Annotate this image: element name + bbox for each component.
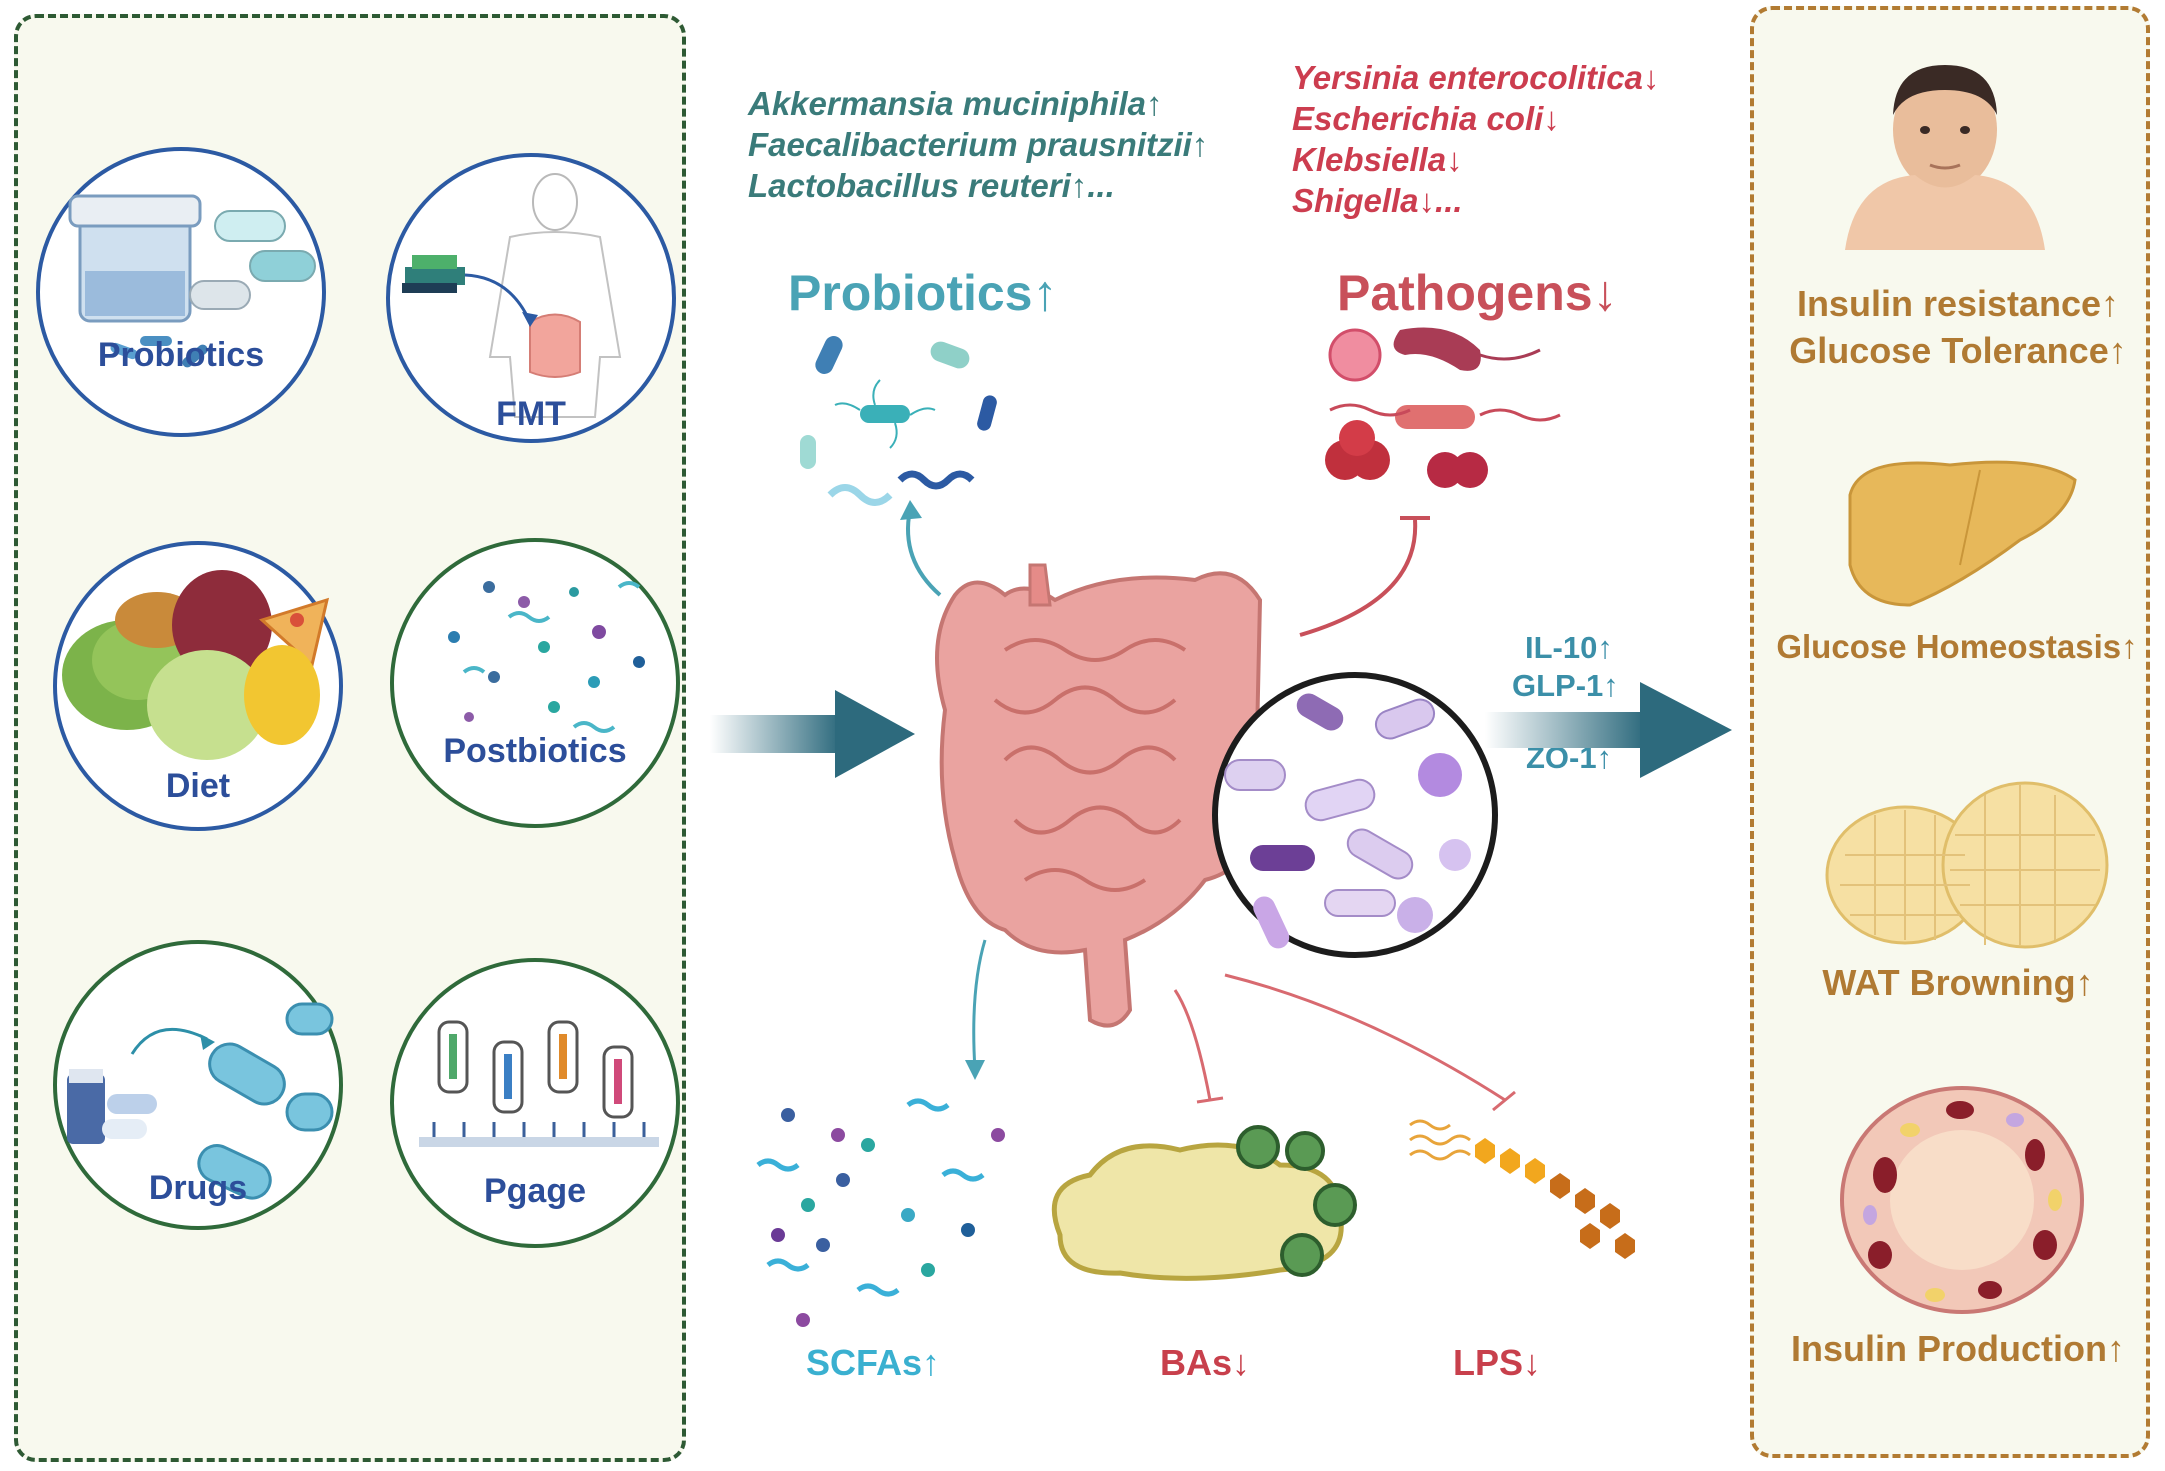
liver-icon bbox=[1848, 460, 2077, 607]
pgage-label: Pgage bbox=[483, 1172, 587, 1210]
scfa-molecules-icon bbox=[756, 1098, 1005, 1327]
scfas-label: SCFAs↑ bbox=[806, 1342, 941, 1383]
fmt-label: FMT bbox=[496, 395, 566, 433]
microbiome-lens-icon bbox=[1212, 672, 1498, 958]
pancreas-islet-icon bbox=[1840, 1086, 2084, 1314]
outcome-insulin-production: Insulin Production↑ bbox=[1791, 1328, 2125, 1369]
lps-icon bbox=[1409, 1119, 1635, 1259]
human-body-icon bbox=[402, 173, 622, 418]
species-lactobacillus: Lactobacillus reuteri↑... bbox=[748, 167, 1115, 204]
drugs-circle: Drugs bbox=[53, 940, 343, 1230]
postbiotics-circle: Postbiotics bbox=[390, 538, 680, 828]
postbiotics-label: Postbiotics bbox=[443, 732, 627, 770]
species-shigella: Shigella↓... bbox=[1292, 182, 1463, 219]
bas-label: BAs↓ bbox=[1160, 1342, 1251, 1383]
outcome-glucose-tolerance: Glucose Tolerance↑ bbox=[1789, 330, 2127, 371]
postbiotic-dots-icon bbox=[448, 581, 645, 733]
diet-circle: Diet bbox=[53, 541, 343, 831]
outcome-wat-browning: WAT Browning↑ bbox=[1822, 962, 2094, 1003]
drug-bacteria-icon bbox=[67, 1002, 334, 1200]
probiotics-label: Probiotics bbox=[97, 336, 265, 374]
marker-glp1: GLP-1↑ bbox=[1512, 668, 1619, 703]
drugs-label: Drugs bbox=[148, 1169, 248, 1207]
probiotic-bacteria-icon bbox=[800, 336, 997, 506]
probiotics-circle: Probiotics bbox=[36, 147, 326, 437]
fmt-circle: FMT bbox=[386, 153, 676, 443]
pathogen-bacteria-icon bbox=[1325, 327, 1561, 488]
lps-label: LPS↓ bbox=[1453, 1342, 1542, 1383]
pathogens-heading: Pathogens↓ bbox=[1337, 265, 1618, 321]
outcome-arrow bbox=[1485, 682, 1732, 778]
metabolite-arrows bbox=[965, 939, 1516, 1112]
probiotics-arrow bbox=[900, 500, 942, 597]
species-faecalibacterium: Faecalibacterium prausnitzii↑ bbox=[748, 126, 1209, 163]
phage-icon bbox=[419, 1020, 659, 1147]
species-yersinia: Yersinia enterocolitica↓ bbox=[1292, 59, 1660, 96]
adipose-tissue-icon bbox=[1825, 781, 2109, 949]
species-ecoli: Escherichia coli↓ bbox=[1292, 100, 1560, 137]
outcome-insulin-resistance: Insulin resistance↑ bbox=[1796, 283, 2120, 324]
diet-label: Diet bbox=[165, 767, 231, 805]
bile-acids-icon bbox=[1051, 1125, 1357, 1281]
face-icon bbox=[1845, 65, 2045, 250]
pathogens-inhibit-arrow bbox=[1299, 516, 1430, 637]
species-klebsiella: Klebsiella↓ bbox=[1292, 141, 1463, 178]
pathogen-species-list: Yersinia enterocolitica↓ Escherichia col… bbox=[1292, 57, 1659, 221]
probiotics-heading: Probiotics↑ bbox=[788, 265, 1058, 321]
beneficial-species-list: Akkermansia muciniphila↑ Faecalibacteriu… bbox=[748, 83, 1208, 206]
pgage-circle: Pgage bbox=[390, 958, 680, 1248]
species-akkermansia: Akkermansia muciniphila↑ bbox=[748, 85, 1163, 122]
intervention-arrow bbox=[710, 690, 915, 778]
food-icon bbox=[62, 570, 330, 760]
yogurt-capsule-icon bbox=[68, 194, 316, 368]
intestine-icon bbox=[935, 563, 1263, 1028]
outcome-glucose-homeostasis: Glucose Homeostasis↑ bbox=[1776, 628, 2138, 665]
marker-il10: IL-10↑ bbox=[1525, 630, 1613, 665]
